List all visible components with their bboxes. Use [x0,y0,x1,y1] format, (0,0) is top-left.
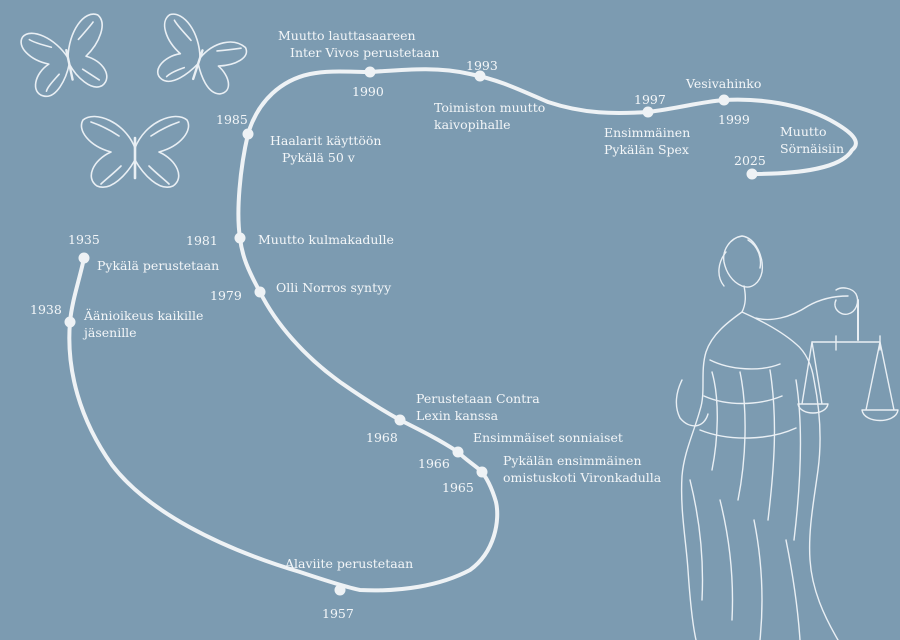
event-label-line: Ensimmäiset sonniaiset [473,430,623,445]
event-label-line: Pykälän Spex [604,142,689,157]
event-label-1965: Pykälän ensimmäinen omistuskoti Vironkadu… [503,453,662,485]
timeline-nodes [64,66,758,596]
event-label-line: Lexin kanssa [416,408,499,423]
event-label-line: Perustetaan Contra [416,391,540,406]
event-label-line: Inter Vivos perustetaan [290,45,439,60]
event-label-line: Alaviite perustetaan [284,556,413,571]
event-label-line: Pykälä perustetaan [97,258,219,273]
event-label-1935: Pykälä perustetaan [97,258,219,273]
timeline-node-2025 [746,168,758,180]
event-label-1938: Äänioikeus kaikille jäsenille [82,307,203,340]
timeline-node-1966 [452,446,464,458]
year-label-1997: 1997 [634,92,666,107]
event-label-line: Sörnäisiin [780,141,844,156]
event-label-1966: Ensimmäiset sonniaiset [473,430,623,445]
timeline-node-1965 [476,466,488,478]
year-label-1968: 1968 [366,430,398,445]
event-label-line: Äänioikeus kaikille [83,307,203,323]
timeline-node-1990 [364,66,376,78]
year-labels: 1935 1938 1957 1965 1966 1968 1979 1981 1985 1990… [30,58,766,621]
butterfly-icon [80,115,190,188]
event-label-line: Pykälä 50 v [282,150,356,165]
timeline-node-1957 [334,584,346,596]
year-label-1993: 1993 [466,58,498,73]
timeline-node-1935 [78,252,90,264]
event-label-line: Muutto lauttasaareen [278,28,416,43]
timeline-node-1968 [394,414,406,426]
butterfly-icon [156,13,248,95]
year-label-1957: 1957 [322,606,354,621]
timeline-path [67,67,858,593]
timeline-node-1999 [718,94,730,106]
event-label-1981: Muutto kulmakadulle [258,232,394,247]
year-label-1985: 1985 [216,112,248,127]
event-label-line: Haalarit käyttöön [270,133,381,148]
timeline-node-1979 [254,286,266,298]
event-label-line: Muutto kulmakadulle [258,232,394,247]
event-label-line: Muutto [780,124,826,139]
butterfly-icon [20,13,108,97]
timeline-node-1993 [474,70,486,82]
event-label-line: Pykälän ensimmäinen [503,453,642,468]
year-label-1990: 1990 [352,84,384,99]
year-label-1966: 1966 [418,456,450,471]
event-label-1979: Olli Norros syntyy [276,280,392,295]
timeline-node-1981 [234,232,246,244]
event-label-line: Ensimmäinen [604,125,690,140]
year-label-1979: 1979 [210,288,242,303]
timeline-node-1985 [242,128,254,140]
event-label-line: kaivopihalle [434,117,511,132]
timeline-node-1938 [64,316,76,328]
year-label-1965: 1965 [442,480,474,495]
event-label-line: Vesivahinko [685,76,761,91]
event-label-line: Toimiston muutto [434,100,545,115]
event-label-line: Olli Norros syntyy [276,280,392,295]
year-label-1935: 1935 [68,232,100,247]
event-label-line: omistuskoti Vironkadulla [503,470,662,485]
event-label-1957: Alaviite perustetaan [284,556,413,571]
event-label-1999: Vesivahinko [685,76,761,91]
year-label-1999: 1999 [718,112,750,127]
event-label-line: jäsenille [82,325,137,340]
year-label-1981: 1981 [186,233,218,248]
event-label-1993: Toimiston muutto kaivopihalle [434,100,545,132]
year-label-2025: 2025 [734,153,766,168]
lady-justice-icon [675,235,899,640]
year-label-1938: 1938 [30,302,62,317]
timeline-node-1997 [642,106,654,118]
